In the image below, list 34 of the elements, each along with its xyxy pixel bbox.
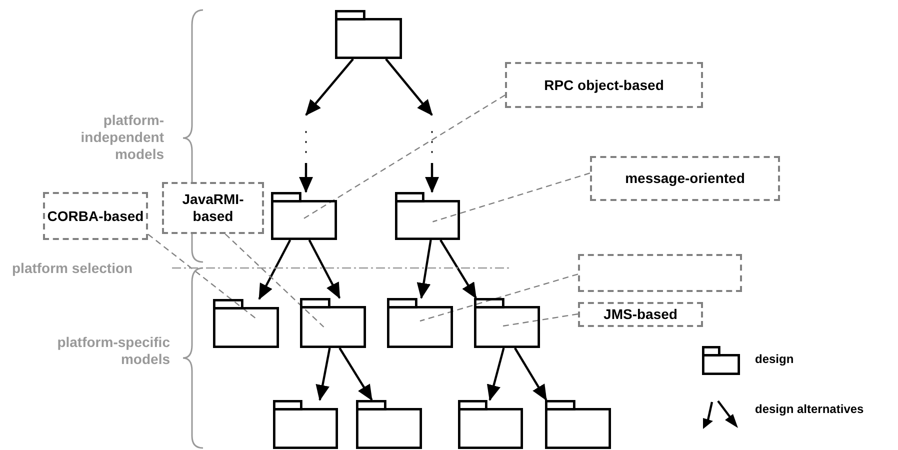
arrow bbox=[338, 347, 373, 401]
callout-box bbox=[590, 156, 780, 201]
level-label: platform-specific models bbox=[56, 334, 170, 368]
callout-box bbox=[578, 302, 703, 327]
divider-label: platform selection bbox=[12, 260, 133, 277]
leader-line bbox=[224, 234, 324, 328]
legend-text: design bbox=[755, 352, 794, 366]
arrow bbox=[308, 240, 341, 299]
arrow bbox=[305, 58, 354, 116]
callout-text: message-oriented bbox=[625, 170, 745, 187]
leader-line bbox=[420, 274, 578, 322]
arrow bbox=[514, 347, 548, 401]
arrow bbox=[258, 239, 292, 300]
callout-text: JavaRMI-based bbox=[181, 191, 245, 225]
callout-text: CORBA-based bbox=[47, 208, 144, 224]
legend-text: design alternatives bbox=[755, 402, 864, 416]
arrow bbox=[299, 163, 313, 193]
callout-box bbox=[43, 192, 148, 240]
callout-box bbox=[505, 62, 703, 108]
leader-line bbox=[432, 172, 590, 222]
arrow bbox=[316, 348, 331, 401]
callout-box bbox=[162, 182, 264, 234]
leader-line bbox=[148, 234, 258, 321]
arrow bbox=[486, 348, 505, 401]
callout-box bbox=[578, 254, 742, 292]
arrow bbox=[425, 163, 440, 193]
callout-text: JMS-based bbox=[604, 306, 678, 323]
callout-text: RPC object-based bbox=[544, 76, 664, 94]
arrow bbox=[385, 58, 433, 116]
level-label: platform-independent models bbox=[80, 112, 164, 163]
leader-line bbox=[502, 313, 578, 327]
leader-line bbox=[304, 94, 506, 219]
arrow bbox=[416, 240, 432, 299]
arrow bbox=[440, 239, 477, 299]
